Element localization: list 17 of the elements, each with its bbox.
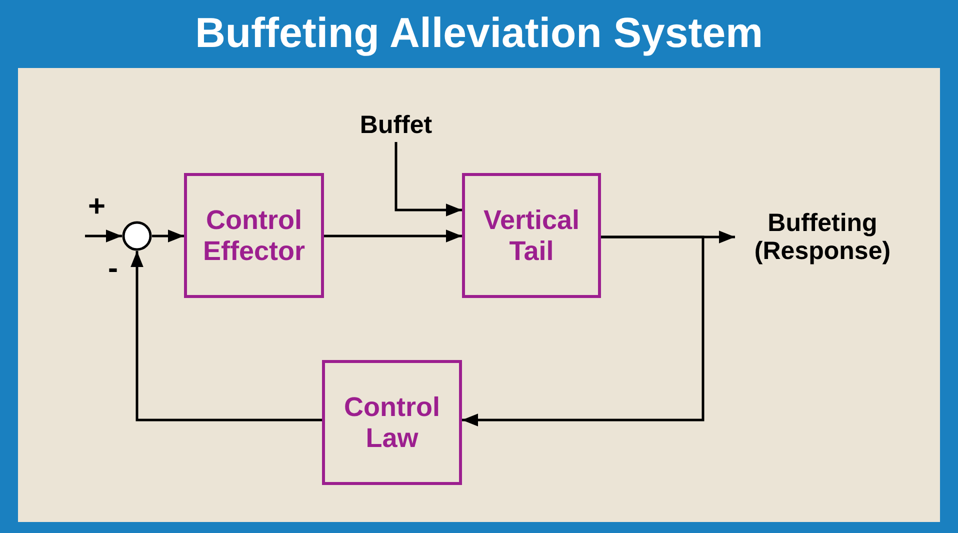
arrow xyxy=(394,142,462,216)
block-box xyxy=(462,173,601,298)
block-label: Vertical Tail xyxy=(482,204,581,266)
arrow xyxy=(324,230,462,242)
arrow xyxy=(462,236,704,426)
title: Buffeting Alleviation System xyxy=(194,8,764,58)
arrow xyxy=(130,251,322,422)
block-label: Control Law xyxy=(343,392,441,454)
block-box xyxy=(322,360,462,485)
signal-label: Buffeting (Response) xyxy=(753,209,892,265)
signal-label: Buffet xyxy=(360,111,432,139)
arrow xyxy=(152,230,184,242)
sign-label: - xyxy=(108,252,118,286)
arrow xyxy=(85,230,122,242)
sign-label: + xyxy=(88,190,106,224)
block-box xyxy=(184,173,324,298)
block-label: Control Effector xyxy=(202,204,306,266)
